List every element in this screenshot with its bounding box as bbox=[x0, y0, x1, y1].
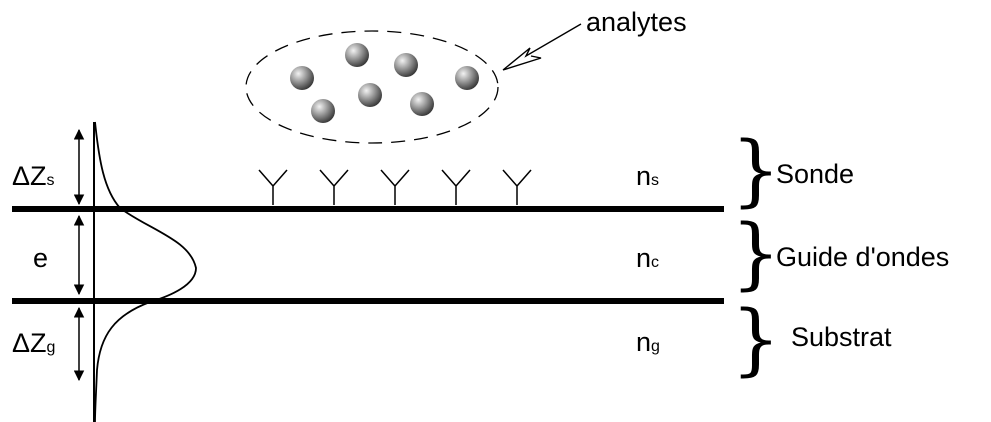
ns-label: ns bbox=[636, 161, 659, 191]
probe-receptors bbox=[258, 169, 532, 205]
substrat-brace: } bbox=[731, 295, 781, 385]
analyte-particle bbox=[290, 66, 314, 90]
analytes-pointer-arrow bbox=[502, 23, 582, 71]
analyte-particles bbox=[290, 43, 479, 123]
analyte-particle bbox=[410, 92, 434, 116]
probe-receptor bbox=[441, 169, 471, 205]
analyte-particle bbox=[311, 99, 335, 123]
analyte-particle bbox=[394, 53, 418, 77]
ng-label: ng bbox=[636, 327, 660, 357]
probe-receptor bbox=[380, 169, 410, 205]
delta-zs-label: ΔZs bbox=[12, 161, 55, 191]
analyte-cloud bbox=[245, 30, 499, 144]
sonde-label: Sonde bbox=[776, 159, 854, 189]
substrat-label: Substrat bbox=[791, 322, 892, 352]
mode-profile-curve bbox=[94, 121, 197, 422]
analyte-particle bbox=[455, 66, 479, 90]
sonde-brace: } bbox=[731, 126, 781, 216]
probe-receptor bbox=[502, 169, 532, 205]
probe-receptor bbox=[319, 169, 349, 205]
analyte-particle bbox=[345, 43, 369, 67]
guide-brace: } bbox=[731, 209, 781, 299]
delta-zg-label: ΔZg bbox=[12, 328, 55, 358]
guide-label: Guide d'ondes bbox=[776, 242, 949, 272]
e-label: e bbox=[33, 243, 48, 273]
analytes-label: analytes bbox=[586, 7, 687, 37]
nc-label: nc bbox=[636, 243, 659, 273]
probe-receptor bbox=[258, 169, 288, 205]
analyte-particle bbox=[358, 83, 382, 107]
